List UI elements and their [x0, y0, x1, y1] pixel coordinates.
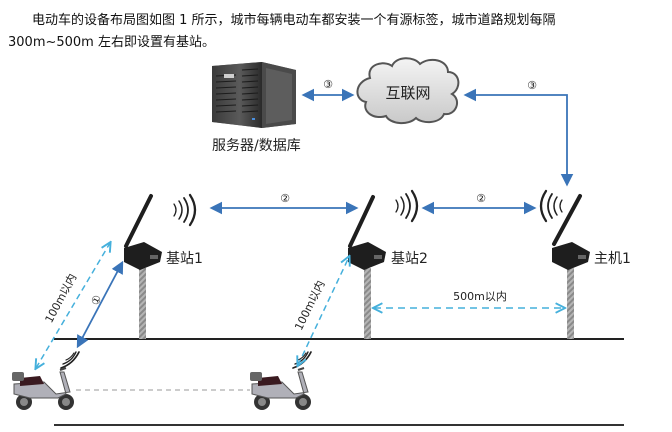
paragraph-line-1: 电动车的设备布局图如图 1 所示，城市每辆电动车都安装一个有源标签，城市道路规划…	[32, 13, 556, 28]
link-label-2b: ②	[476, 192, 486, 205]
internet-label: 互联网	[385, 84, 430, 102]
internet-host-link	[463, 88, 574, 187]
node-label-bs1: 基站1	[166, 250, 203, 267]
signal-waves-icon-tag1	[60, 351, 80, 369]
host-1-icon	[552, 194, 590, 270]
node-label-host1: 主机1	[594, 251, 631, 267]
electric-scooter-icon-2	[250, 367, 311, 410]
link-label-3b: ③	[527, 79, 537, 92]
signal-waves-icon-tag2	[292, 351, 312, 369]
base-station-1-icon	[124, 194, 162, 270]
pole-host1	[567, 268, 574, 339]
link-label-2a: ②	[280, 192, 290, 205]
signal-waves-icon-bs2	[395, 189, 419, 223]
signal-waves-icon-host1	[539, 189, 563, 223]
range-label-2: 100m以内	[291, 278, 327, 332]
link-label-3a: ③	[323, 78, 333, 91]
base-station-2-icon	[348, 195, 386, 270]
server-label: 服务器/数据库	[212, 138, 301, 154]
server-icon	[212, 62, 296, 128]
range-arrow-1	[36, 243, 110, 368]
description-paragraph: 电动车的设备布局图如图 1 所示，城市每辆电动车都安装一个有源标签，城市道路规划…	[8, 10, 664, 54]
internet-cloud-icon	[356, 57, 460, 124]
pole-bs2	[364, 268, 371, 339]
paragraph-line-2: 300m~500m 左右即设置有基站。	[8, 35, 215, 50]
signal-waves-icon-bs1	[173, 193, 197, 227]
pole-bs1	[139, 268, 146, 339]
link-label-1: ①	[88, 293, 104, 308]
spacing-label: 500m以内	[453, 289, 507, 303]
node-label-bs2: 基站2	[391, 250, 428, 267]
electric-scooter-icon-1	[12, 367, 74, 410]
range-label-1: 100m以内	[42, 271, 80, 325]
